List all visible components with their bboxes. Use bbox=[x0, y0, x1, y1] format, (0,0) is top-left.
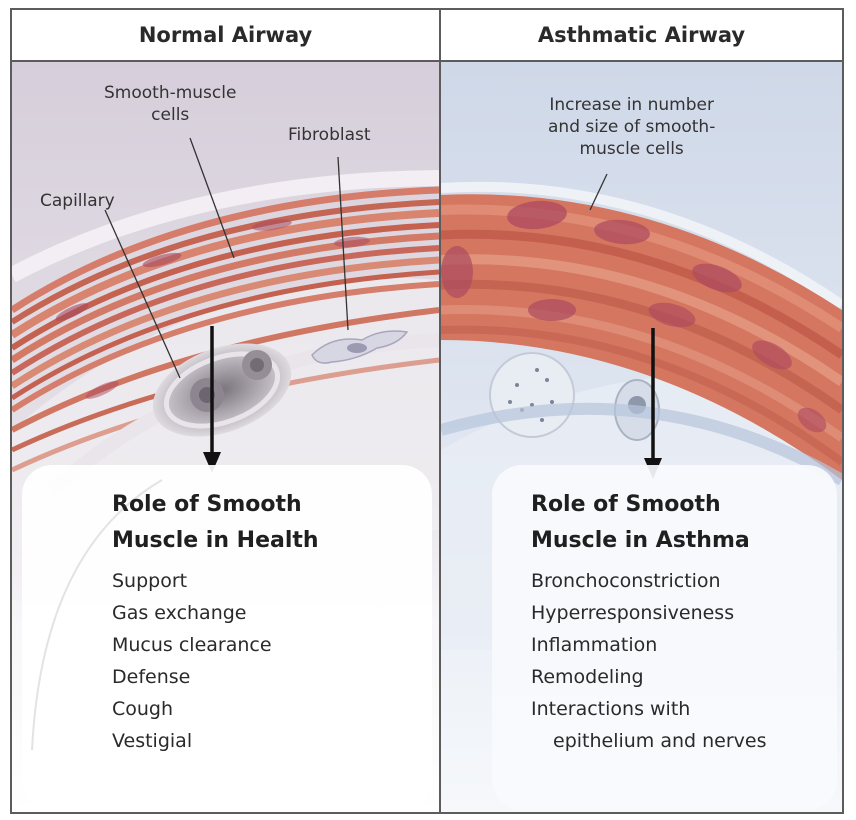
list-item: Bronchoconstriction bbox=[531, 565, 767, 597]
smooth-muscle-label: Smooth-muscle cells bbox=[104, 82, 236, 126]
list-item: Vestigial bbox=[112, 725, 272, 757]
normal-role-heading: Role of Smooth Muscle in Health bbox=[112, 487, 319, 559]
list-item: Mucus clearance bbox=[112, 629, 272, 661]
list-item: Interactions with epithelium and nerves bbox=[531, 693, 767, 757]
smooth-muscle-increase-label: Increase in number and size of smooth- m… bbox=[548, 94, 715, 160]
list-item: Gas exchange bbox=[112, 597, 272, 629]
list-item: Hyperresponsiveness bbox=[531, 597, 767, 629]
list-item: Support bbox=[112, 565, 272, 597]
fibroblast-label: Fibroblast bbox=[288, 124, 371, 146]
list-item: Defense bbox=[112, 661, 272, 693]
list-item: Cough bbox=[112, 693, 272, 725]
list-item: Remodeling bbox=[531, 661, 767, 693]
normal-airway-title: Normal Airway bbox=[12, 10, 439, 62]
list-item: Inflammation bbox=[531, 629, 767, 661]
asthmatic-airway-title: Asthmatic Airway bbox=[441, 10, 842, 62]
figure-frame: Normal Airway Asthmatic Airway Smooth-mu… bbox=[10, 8, 844, 814]
list-item-continuation: epithelium and nerves bbox=[531, 725, 767, 757]
normal-role-list: Support Gas exchange Mucus clearance Def… bbox=[112, 565, 272, 757]
asthmatic-role-heading: Role of Smooth Muscle in Asthma bbox=[531, 487, 750, 559]
capillary-label: Capillary bbox=[40, 190, 115, 212]
asthmatic-role-list: Bronchoconstriction Hyperresponsiveness … bbox=[531, 565, 767, 757]
panel-divider bbox=[439, 10, 441, 814]
